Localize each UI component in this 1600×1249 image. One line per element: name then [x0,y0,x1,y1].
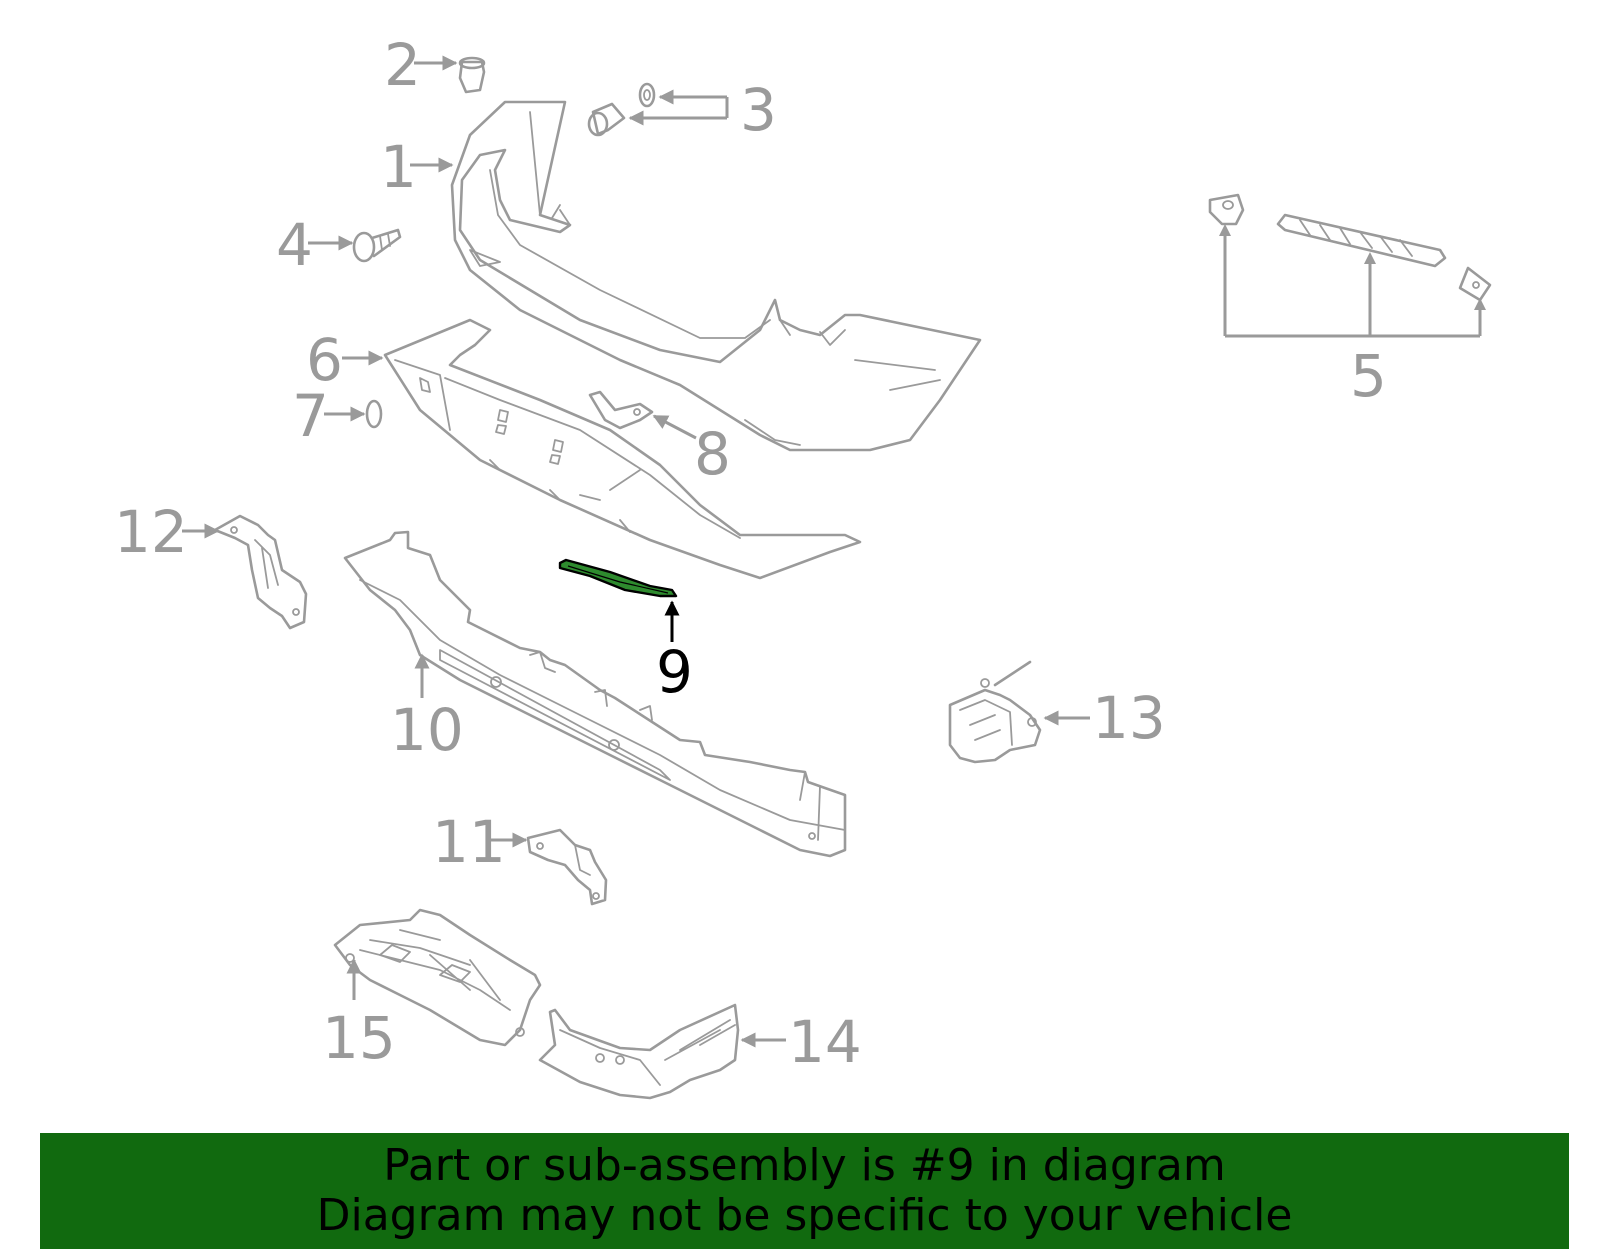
callout-14: 14 [788,1008,862,1076]
part-6-valance[interactable] [383,318,862,580]
callout-8: 8 [694,420,731,488]
callout-6: 6 [306,326,343,394]
leader-lines [182,55,1090,1048]
part-1-bumper-cover[interactable] [450,100,982,452]
callout-15: 15 [322,1004,396,1072]
part-11-bracket[interactable] [526,828,608,906]
callout-4: 4 [276,211,313,279]
callout-1: 1 [380,133,417,201]
part-2-clip[interactable] [458,56,486,94]
part-9-molding[interactable] [558,558,678,598]
banner-line-2: Diagram may not be specific to your vehi… [316,1190,1293,1241]
part-5-bracket-set[interactable] [1208,193,1492,338]
part-10-reinforcement-beam[interactable] [343,530,847,858]
info-banner: Part or sub-assembly is #9 in diagram Di… [40,1133,1569,1249]
part-13-sensor[interactable] [948,660,1042,764]
callout-5: 5 [1350,342,1387,410]
part-12-bracket[interactable] [213,514,308,630]
part-3-grommet[interactable] [587,82,656,137]
callout-12: 12 [114,498,188,566]
callout-13: 13 [1092,684,1166,752]
callout-10: 10 [390,696,464,764]
callout-7: 7 [292,382,329,450]
part-7-grommet[interactable] [365,399,383,429]
callout-11: 11 [432,808,506,876]
callout-9: 9 [656,638,693,706]
banner-line-1: Part or sub-assembly is #9 in diagram [383,1140,1226,1191]
part-15-under-cover[interactable] [333,908,542,1047]
part-14-diffuser[interactable] [538,1003,740,1100]
part-8-bracket[interactable] [588,390,654,430]
part-4-screw[interactable] [352,228,402,263]
callout-2: 2 [384,31,421,99]
callout-labels: 2 3 1 4 5 6 7 8 12 9 10 13 11 14 15 [114,31,1387,1076]
callout-3: 3 [740,76,777,144]
